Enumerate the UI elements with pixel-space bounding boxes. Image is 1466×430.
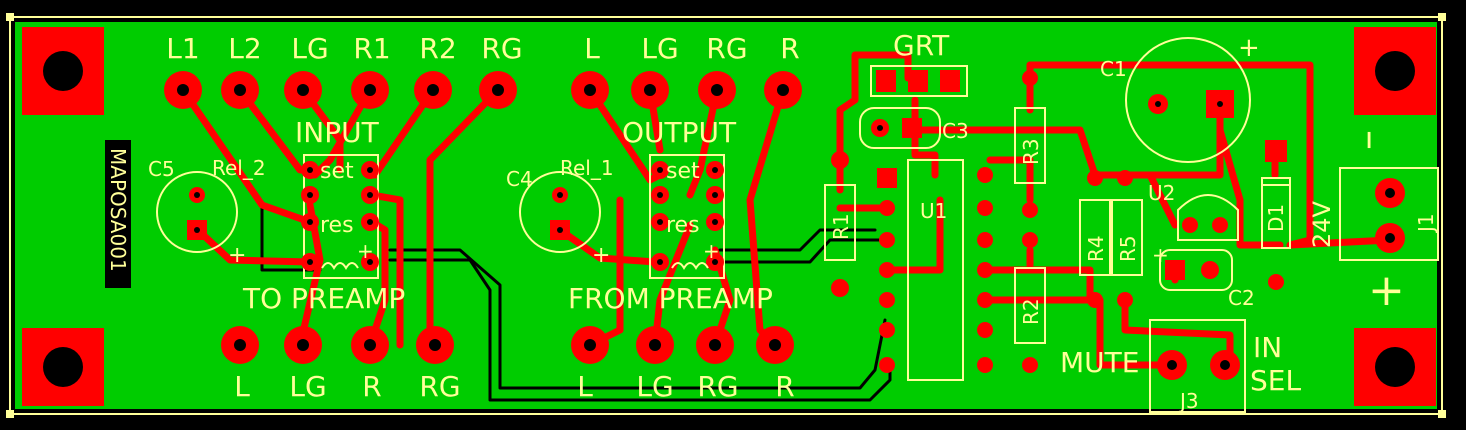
capacitor-c2: + C2 <box>1152 243 1255 310</box>
svg-text:D1: D1 <box>1264 204 1288 232</box>
regulator-u2: U2 <box>1148 181 1239 241</box>
svg-text:SEL: SEL <box>1250 364 1301 397</box>
label-r1: R1 <box>353 32 390 65</box>
resistor-r3: R3 <box>1014 70 1046 248</box>
svg-text:–: – <box>1344 130 1390 150</box>
svg-text:L: L <box>234 370 250 403</box>
resistor-r1: R1 <box>824 151 856 297</box>
corner-marks <box>6 13 1446 418</box>
input-header <box>164 71 517 109</box>
label-lg: LG <box>291 32 328 65</box>
svg-text:RG: RG <box>419 370 460 403</box>
svg-text:IN: IN <box>1253 331 1282 364</box>
relay-rel1: Rel_1 set res + <box>560 154 725 279</box>
from-preamp-label: FROM PREAMP <box>568 282 773 315</box>
svg-text:set: set <box>666 159 700 184</box>
from-preamp-header <box>571 326 794 364</box>
svg-text:C1: C1 <box>1100 57 1127 81</box>
to-preamp-label: TO PREAMP <box>242 282 405 315</box>
output-header-labels: L LG RG R <box>584 32 800 65</box>
resistor-r5: R5 <box>1111 199 1143 276</box>
svg-text:R3: R3 <box>1019 138 1043 165</box>
svg-text:RG: RG <box>706 32 747 65</box>
capacitor-c5: C5 + <box>148 157 246 268</box>
svg-text:+: + <box>1152 243 1169 267</box>
svg-text:+: + <box>703 239 720 263</box>
output-header <box>571 71 802 109</box>
svg-text:+: + <box>1238 33 1260 63</box>
j3-labels: MUTE IN SEL <box>1060 331 1301 397</box>
svg-text:+: + <box>228 243 246 268</box>
capacitor-c1: C1 + <box>1100 33 1260 163</box>
to-preamp-header <box>221 326 454 364</box>
to-preamp-labels: L LG R RG <box>234 370 460 403</box>
label-l2: L2 <box>228 32 261 65</box>
grt-connector: GRT <box>870 29 968 97</box>
svg-text:LG: LG <box>641 32 678 65</box>
resistor-r4: R4 <box>1079 199 1111 276</box>
svg-text:R1: R1 <box>829 213 853 240</box>
svg-text:MUTE: MUTE <box>1060 346 1139 379</box>
input-header-labels: L1 L2 LG R1 R2 RG <box>166 32 522 65</box>
label-r2: R2 <box>419 32 456 65</box>
svg-text:Rel_1: Rel_1 <box>560 156 614 180</box>
svg-text:GRT: GRT <box>893 29 950 62</box>
output-label: OUTPUT <box>622 116 737 149</box>
svg-text:C2: C2 <box>1228 286 1255 310</box>
svg-text:MAPOSA001: MAPOSA001 <box>106 148 130 272</box>
connector-j1: J1 – + <box>1339 130 1439 316</box>
bottom-traces <box>260 203 892 402</box>
svg-text:res: res <box>666 213 700 238</box>
diode-d1: D1 24V <box>1261 140 1336 290</box>
svg-text:24V: 24V <box>1308 200 1336 248</box>
svg-text:R5: R5 <box>1116 235 1140 262</box>
svg-text:U1: U1 <box>920 199 947 223</box>
svg-text:LG: LG <box>636 370 673 403</box>
mounting-pads <box>22 27 1436 406</box>
svg-text:L: L <box>584 32 600 65</box>
svg-text:R2: R2 <box>1019 298 1043 325</box>
connector-j3: J3 <box>1149 319 1246 413</box>
svg-text:J3: J3 <box>1178 389 1199 413</box>
svg-text:+: + <box>1368 265 1405 316</box>
svg-text:C3: C3 <box>942 119 969 143</box>
svg-text:RG: RG <box>697 370 738 403</box>
from-preamp-labels: L LG RG R <box>577 370 795 403</box>
svg-text:res: res <box>320 213 354 238</box>
svg-text:L: L <box>577 370 593 403</box>
svg-text:Rel_2: Rel_2 <box>212 156 266 180</box>
ic-u1: U1 <box>877 159 993 381</box>
label-rg: RG <box>481 32 522 65</box>
svg-text:set: set <box>320 159 354 184</box>
capacitor-c3: C3 <box>859 107 969 149</box>
board-outline <box>9 16 1443 415</box>
board-id: MAPOSA001 <box>105 140 131 288</box>
input-label: INPUT <box>295 116 380 149</box>
svg-text:C4: C4 <box>506 167 533 191</box>
resistor-r2: R2 <box>1014 267 1046 373</box>
svg-text:J1: J1 <box>1414 213 1438 234</box>
svg-text:C5: C5 <box>148 157 175 181</box>
svg-text:R: R <box>780 32 799 65</box>
svg-text:R: R <box>775 370 794 403</box>
svg-text:R4: R4 <box>1084 235 1108 262</box>
relay-rel2: Rel_2 set res + <box>212 154 379 279</box>
svg-text:U2: U2 <box>1148 181 1175 205</box>
svg-text:+: + <box>357 239 374 263</box>
label-l1: L1 <box>166 32 199 65</box>
svg-text:LG: LG <box>289 370 326 403</box>
block-labels: INPUT OUTPUT TO PREAMP FROM PREAMP <box>242 116 773 315</box>
svg-text:R: R <box>362 370 381 403</box>
capacitor-c4: C4 + <box>506 167 610 268</box>
svg-text:+: + <box>592 243 610 268</box>
